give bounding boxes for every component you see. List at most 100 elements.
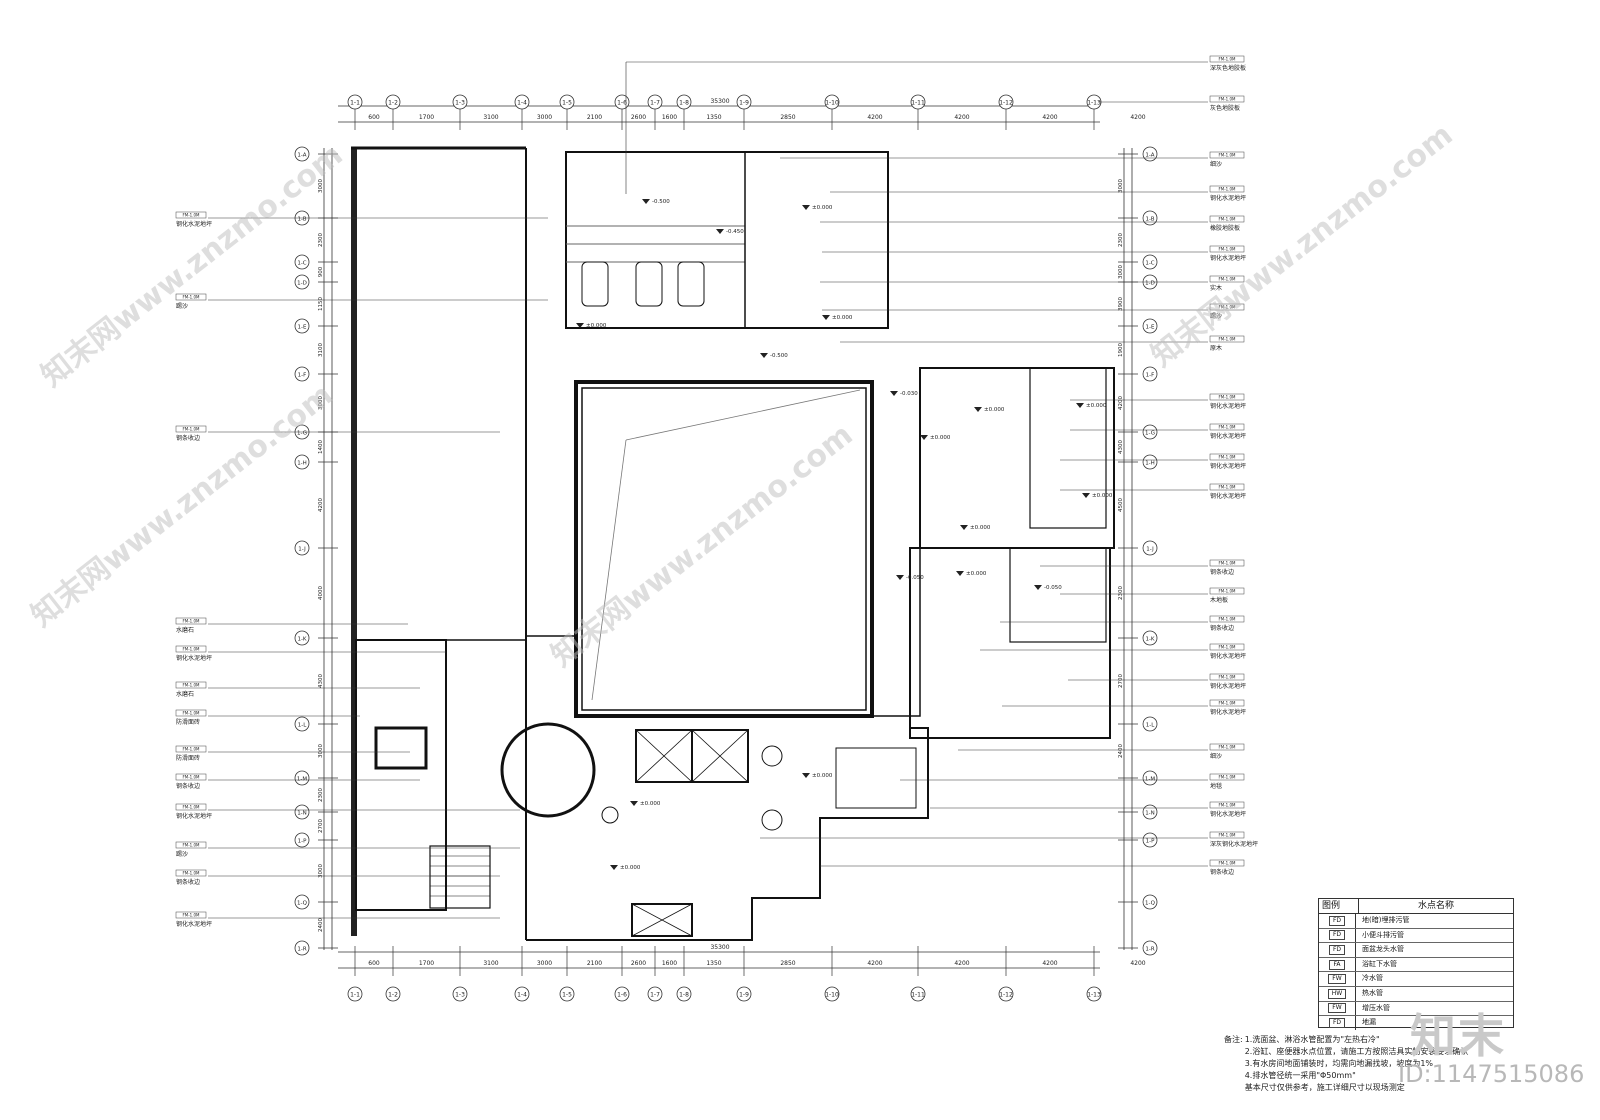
right-tag-box [1209,303,1245,311]
bottom-axis-bubble [676,986,692,1002]
left-tag-box [175,869,207,877]
top-dim-value: 2850 [780,114,795,121]
top-dim-value: 4200 [1042,114,1057,121]
top-axis-label: 1-12 [999,100,1013,107]
right-axis-bubble [1142,454,1158,470]
level-value: -0.500 [652,199,670,205]
right-axis-bubble [1142,424,1158,440]
left-axis-label: 1-P [298,839,307,845]
right-axis-bubble [1142,540,1158,556]
right-tag-code: FM-1.0M [1218,455,1236,460]
right-tag-name: 木地板 [1210,596,1228,604]
top-dim-value: 1350 [706,114,721,121]
bottom-axis-bubble [614,986,630,1002]
note-line: 4.排水管径统一采用"Φ50mm" [1244,1071,1356,1080]
level-value: -0.050 [1044,585,1062,591]
bottom-axis-label: 1-8 [679,992,689,999]
bottom-dim-value: 2100 [587,960,602,967]
right-dimension-column: 3000230030003900190042004300450023002700… [1118,148,1138,950]
bottom-axis-label: 1-6 [617,992,627,999]
left-axis-label: 1-G [297,431,307,437]
level-triangle [822,315,830,320]
right-axis-label: 1-N [1145,811,1155,817]
top-axis-label: 1-11 [911,100,925,107]
right-axis-bubble [1142,254,1158,270]
notes-list: 1.洗面盆、淋浴水管配置为"左热右冷" 2.浴缸、座便器水点位置，请施工方按照洁… [1245,1034,1469,1094]
right-tag-box [1209,55,1245,63]
left-dim-value: 900 [318,266,324,277]
left-tag-name: 钢条收边 [176,434,200,442]
level-triangle [630,801,638,806]
right-tag-code: FM-1.0M [1218,305,1236,310]
left-dim-value: 4300 [318,674,324,688]
level-triangle [802,773,810,778]
left-tag-name: 钢化水泥地坪 [176,920,212,928]
level-value: ±0.000 [620,865,641,871]
left-tag-name: 防滑面砖 [176,718,200,726]
top-axis-bubble [452,94,468,110]
right-axis-label: 1-D [1145,281,1155,287]
bottom-dim-value: 1700 [419,960,434,967]
top-axis-bubble [347,94,363,110]
top-axis-label: 1-7 [650,100,660,107]
top-axis-label: 1-4 [517,100,527,107]
right-tag-code: FM-1.0M [1218,97,1236,102]
right-tag-box [1209,699,1245,707]
top-axis-label: 1-3 [455,100,465,107]
left-axis-bubble [294,454,310,470]
bottom-axis-label: 1-10 [825,992,839,999]
right-tag-name: 钢化水泥地坪 [1210,462,1246,470]
top-axis-label: 1-1 [350,100,360,107]
left-tag-box [175,709,207,717]
right-tag-box [1209,643,1245,651]
top-dim-value: 1700 [419,114,434,121]
left-tag-box [175,211,207,219]
top-axis-label: 1-5 [562,100,572,107]
right-tag-name: 钢化水泥地坪 [1210,254,1246,262]
level-value: ±0.000 [930,435,951,441]
right-tag-code: FM-1.0M [1218,485,1236,490]
right-tag-name: 踢沙 [1210,313,1222,320]
left-axis-label: 1-K [297,637,306,643]
watermark-brand: 知末 [1410,1009,1506,1063]
left-tag-box [175,841,207,849]
right-tag-name: 钢条收边 [1210,568,1234,576]
right-tag-code: FM-1.0M [1218,57,1236,62]
top-dim-value: 4200 [954,114,969,121]
left-axis-label: 1-N [297,811,307,817]
note-line: 1.洗面盆、淋浴水管配置为"左热右冷" [1244,1035,1380,1044]
bottom-dim-value: 600 [368,960,380,967]
left-axis-label: 1-H [297,461,307,467]
right-tag-code: FM-1.0M [1218,153,1236,158]
bottom-axis-label: 1-13 [1087,992,1101,999]
right-tag-code: FM-1.0M [1218,187,1236,192]
right-axis-label: 1-J [1146,547,1154,553]
left-dim-value: 3100 [318,343,324,357]
left-tag-code: FM-1.0M [182,683,200,688]
left-dimension-column: 3000230090011503100300014004200400043003… [318,148,338,950]
top-dim-value: 4200 [867,114,882,121]
left-axis-label: 1-M [297,777,307,783]
legend-col-symbol: 图例 [1319,899,1359,913]
left-axis-bubble [294,254,310,270]
top-axis-bubble [385,94,401,110]
left-dim-value: 3000 [318,179,324,193]
left-axis-label: 1-B [297,217,306,223]
top-axis-bubble [910,94,926,110]
level-triangle [1034,585,1042,590]
top-axis-label: 1-10 [825,100,839,107]
left-finish-tags: FM-1.0M钢化水泥地坪FM-1.0M踢沙FM-1.0M钢条收边FM-1.0M… [175,211,212,928]
left-tag-name: 水磨石 [176,690,194,698]
bottom-dim-value: 2600 [631,960,646,967]
bottom-axis-bubble [514,986,530,1002]
right-axis-bubble [1142,716,1158,732]
bottom-axis-label: 1-7 [650,992,660,999]
right-axis-bubble [1142,804,1158,820]
right-tag-name: 橡胶地胶板 [1210,224,1240,232]
right-axis-label: 1-K [1145,637,1154,643]
right-tag-code: FM-1.0M [1218,395,1236,400]
